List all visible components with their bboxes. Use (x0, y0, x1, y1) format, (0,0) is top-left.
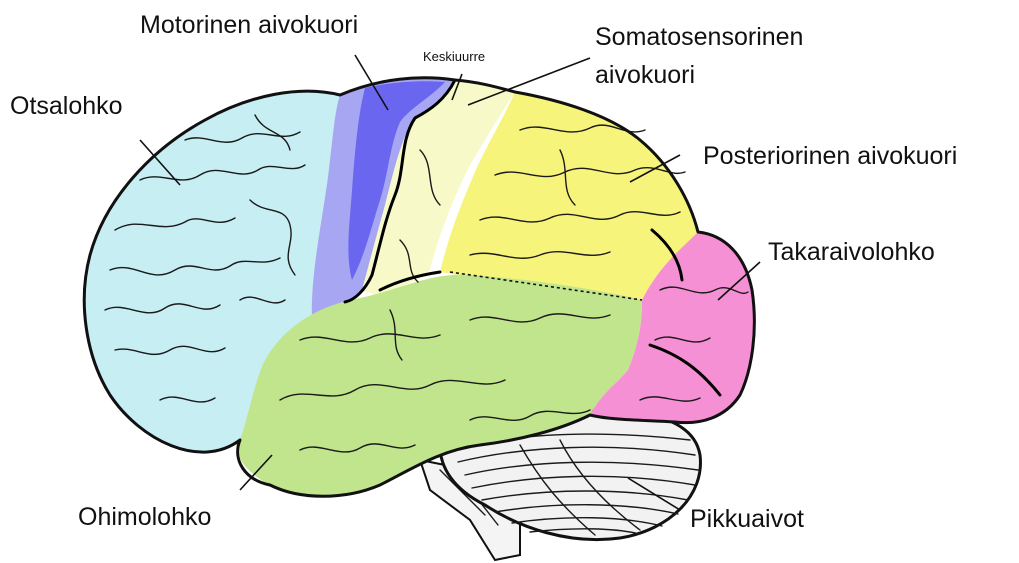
label-cerebellum: Pikkuaivot (690, 505, 804, 533)
label-temporal-lobe: Ohimolohko (78, 503, 211, 531)
label-occipital-lobe: Takaraivolohko (768, 238, 935, 266)
label-somatosensory-line2: aivokuori (595, 61, 695, 89)
label-somatosensory-line1: Somatosensorinen (595, 23, 803, 51)
label-frontal-lobe: Otsalohko (10, 92, 123, 120)
label-motor-cortex: Motorinen aivokuori (140, 11, 358, 39)
label-posterior-cortex: Posteriorinen aivokuori (703, 142, 957, 170)
label-central-sulcus: Keskiuurre (423, 49, 485, 64)
